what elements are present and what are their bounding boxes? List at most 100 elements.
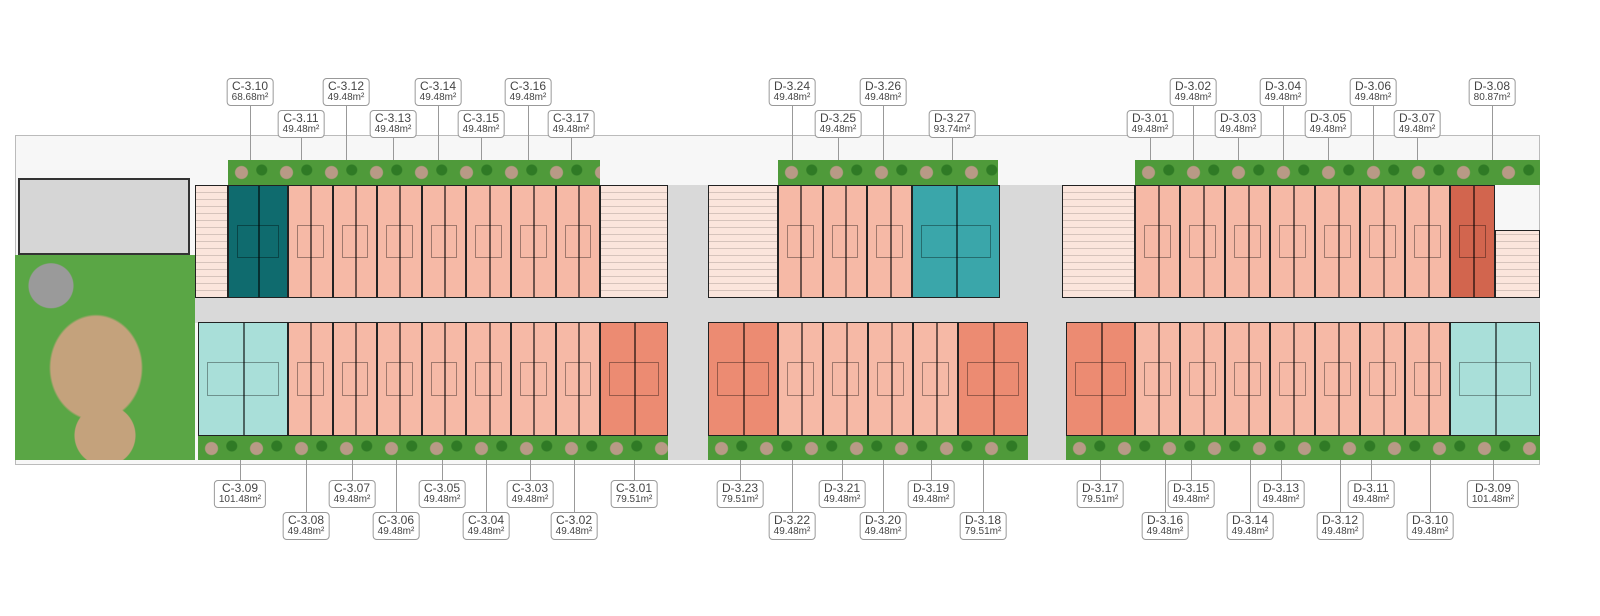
unit-code: D-3.15 xyxy=(1172,481,1210,495)
unit-c-3-04[interactable] xyxy=(466,322,511,436)
unit-area: 49.48m² xyxy=(1352,494,1390,505)
leader-line xyxy=(250,104,251,160)
unit-d-3-18[interactable] xyxy=(958,322,1028,436)
unit-d-3-07[interactable] xyxy=(1405,185,1450,298)
leader-line xyxy=(306,460,307,512)
leader-line xyxy=(442,460,443,480)
cross-corridor xyxy=(668,185,708,460)
unit-d-3-15[interactable] xyxy=(1180,322,1225,436)
unit-d-3-22[interactable] xyxy=(778,322,823,436)
unit-code: D-3.17 xyxy=(1081,481,1119,495)
balcony-garden xyxy=(1066,436,1540,460)
unit-d-3-05[interactable] xyxy=(1315,185,1360,298)
leader-line xyxy=(1281,460,1282,480)
unit-d-3-06[interactable] xyxy=(1360,185,1405,298)
balcony-garden xyxy=(198,436,668,460)
unit-d-3-02[interactable] xyxy=(1180,185,1225,298)
unit-d-3-24[interactable] xyxy=(778,185,823,298)
leader-line xyxy=(634,460,635,480)
leader-line xyxy=(1417,136,1418,160)
unit-code: D-3.04 xyxy=(1264,79,1302,93)
unit-d-3-27[interactable] xyxy=(912,185,1000,298)
leader-line xyxy=(842,460,843,480)
leader-line xyxy=(393,136,394,160)
unit-c-3-11[interactable] xyxy=(288,185,333,298)
unit-c-3-01[interactable] xyxy=(600,322,668,436)
unit-d-3-13[interactable] xyxy=(1270,322,1315,436)
unit-c-3-08[interactable] xyxy=(288,322,333,436)
unit-code: D-3.08 xyxy=(1473,79,1511,93)
unit-c-3-17[interactable] xyxy=(555,185,601,298)
leader-line xyxy=(1493,460,1494,480)
unit-area: 49.48m² xyxy=(423,494,461,505)
unit-code: D-3.14 xyxy=(1231,513,1269,527)
unit-d-3-10[interactable] xyxy=(1405,322,1450,436)
unit-code: D-3.20 xyxy=(864,513,902,527)
unit-d-3-09[interactable] xyxy=(1450,322,1540,436)
unit-d-3-21[interactable] xyxy=(823,322,868,436)
unit-code: D-3.23 xyxy=(721,481,759,495)
unit-c-3-03[interactable] xyxy=(511,322,556,436)
unit-c-3-02[interactable] xyxy=(555,322,601,436)
stair-core xyxy=(1062,185,1135,298)
unit-d-3-17[interactable] xyxy=(1066,322,1135,436)
balcony-garden xyxy=(708,436,1028,460)
unit-c-3-06[interactable] xyxy=(377,322,422,436)
unit-area: 49.48m² xyxy=(511,494,549,505)
unit-code: D-3.11 xyxy=(1353,481,1389,495)
unit-d-3-19[interactable] xyxy=(913,322,958,436)
unit-d-3-25[interactable] xyxy=(822,185,868,298)
unit-d-3-01[interactable] xyxy=(1135,185,1180,298)
unit-code: D-3.10 xyxy=(1411,513,1449,527)
leader-line xyxy=(1492,104,1493,160)
unit-area: 101.48m² xyxy=(218,494,262,505)
unit-d-3-12[interactable] xyxy=(1315,322,1360,436)
unit-d-3-20[interactable] xyxy=(868,322,913,436)
unit-code: D-3.22 xyxy=(773,513,811,527)
leader-line xyxy=(396,460,397,512)
leader-line xyxy=(574,460,575,512)
unit-d-3-11[interactable] xyxy=(1360,322,1405,436)
roof-structure xyxy=(18,178,190,255)
stair-core xyxy=(600,185,668,298)
unit-d-3-14[interactable] xyxy=(1225,322,1270,436)
unit-area: 49.48m² xyxy=(282,124,320,135)
unit-c-3-16[interactable] xyxy=(511,185,556,298)
unit-d-3-04[interactable] xyxy=(1270,185,1315,298)
unit-d-3-23[interactable] xyxy=(708,322,778,436)
unit-c-3-13[interactable] xyxy=(377,185,422,298)
unit-d-3-03[interactable] xyxy=(1225,185,1270,298)
unit-area: 49.48m² xyxy=(1411,526,1449,537)
unit-area: 79.51m² xyxy=(721,494,759,505)
unit-area: 49.48m² xyxy=(864,526,902,537)
unit-c-3-05[interactable] xyxy=(421,322,467,436)
balcony-garden xyxy=(228,160,600,185)
unit-c-3-10[interactable] xyxy=(228,185,288,298)
unit-d-3-26[interactable] xyxy=(867,185,913,298)
unit-c-3-09[interactable] xyxy=(198,322,288,436)
leader-line xyxy=(352,460,353,480)
unit-area: 68.68m² xyxy=(231,92,269,103)
leader-line xyxy=(530,460,531,480)
unit-d-3-08[interactable] xyxy=(1450,185,1495,298)
unit-c-3-07[interactable] xyxy=(332,322,378,436)
unit-code: C-3.17 xyxy=(552,111,590,125)
unit-c-3-15[interactable] xyxy=(466,185,511,298)
leader-line xyxy=(1193,104,1194,160)
unit-c-3-14[interactable] xyxy=(421,185,467,298)
unit-c-3-12[interactable] xyxy=(332,185,378,298)
unit-d-3-16[interactable] xyxy=(1135,322,1180,436)
unit-code: D-3.27 xyxy=(933,111,971,125)
